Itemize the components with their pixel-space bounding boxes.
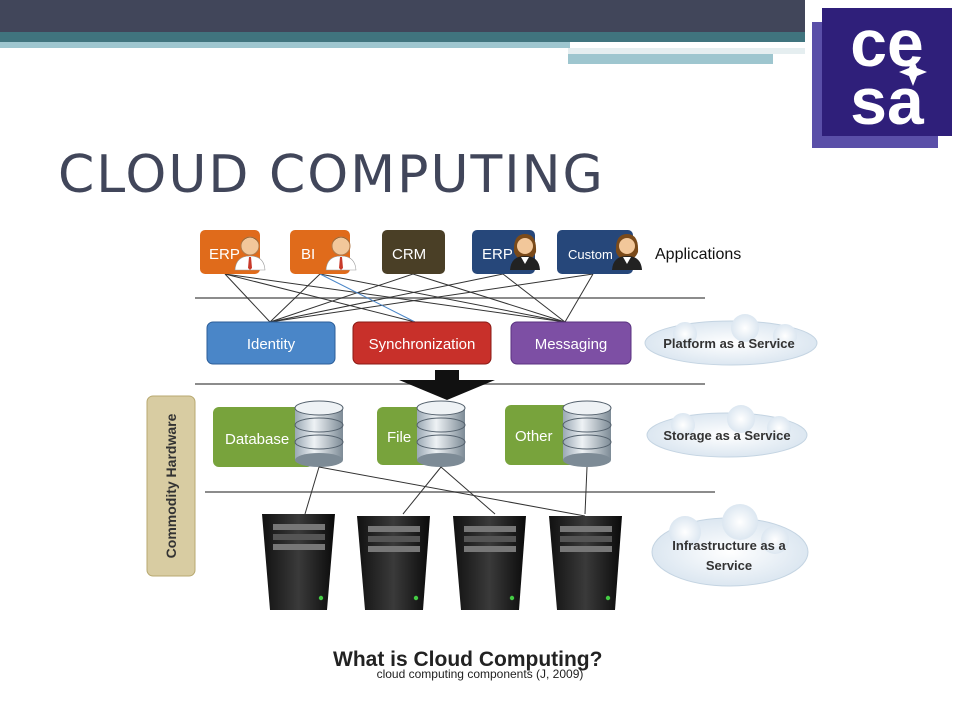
- hardware-bar: [146, 395, 196, 577]
- other-box: Other: [505, 400, 612, 467]
- header-stripe-accent: [568, 54, 773, 64]
- app-crm: CRM: [382, 230, 445, 274]
- server-1: [262, 514, 335, 610]
- hardware-label: Commodity Hardware: [163, 413, 179, 558]
- messaging-label: Messaging: [535, 336, 608, 353]
- other-icon: [562, 400, 612, 467]
- cloud-diagram: ERP BI CRM ERP Custom Applications Ident…: [146, 230, 818, 671]
- file-label: File: [387, 429, 411, 446]
- storage-cloud: Storage as a Service: [646, 405, 808, 458]
- app-custom: Custom: [557, 230, 642, 274]
- app-crm-label: CRM: [392, 246, 426, 263]
- file-icon: [416, 400, 466, 467]
- storage-label: Storage as a Service: [663, 428, 790, 443]
- app-bi: BI: [290, 230, 357, 274]
- header-stripe: [0, 32, 805, 42]
- image-caption: cloud computing components (J, 2009): [376, 667, 584, 681]
- page-title: CLOUD COMPUTING: [58, 145, 605, 205]
- identity-box: [206, 321, 336, 365]
- database-box: Database: [213, 400, 344, 467]
- app-erp-2-label: ERP: [482, 246, 513, 263]
- diagram-title: What is Cloud Computing?: [333, 648, 602, 671]
- infra-label-2: Service: [706, 558, 752, 573]
- server-2: [357, 516, 430, 610]
- infrastructure-cloud: Infrastructure as a Service: [651, 504, 809, 587]
- cesa-logo: ce sa: [812, 6, 952, 148]
- messaging-box: [510, 321, 632, 365]
- database-icon: [294, 400, 344, 467]
- infra-label-1: Infrastructure as a: [672, 538, 786, 553]
- header-stripe-light: [0, 42, 570, 48]
- server-4: [549, 516, 622, 610]
- down-arrow: [399, 370, 495, 400]
- database-label: Database: [225, 431, 289, 448]
- platform-cloud: Platform as a Service: [644, 314, 818, 366]
- platform-label: Platform as a Service: [663, 336, 795, 351]
- app-custom-label: Custom: [568, 247, 613, 262]
- identity-label: Identity: [247, 336, 296, 353]
- applications-label: Applications: [655, 246, 741, 263]
- server-3: [453, 516, 526, 610]
- app-erp: ERP: [200, 230, 266, 274]
- app-bi-label: BI: [301, 246, 315, 263]
- file-box: File: [377, 400, 466, 467]
- synchronization-label: Synchronization: [369, 336, 476, 353]
- synchronization-box: [352, 321, 492, 365]
- app-erp-label: ERP: [209, 246, 240, 263]
- other-label: Other: [515, 428, 553, 445]
- header-bar: [0, 0, 805, 32]
- header-stripe-pale: [568, 48, 805, 54]
- app-erp-2: ERP: [472, 230, 540, 274]
